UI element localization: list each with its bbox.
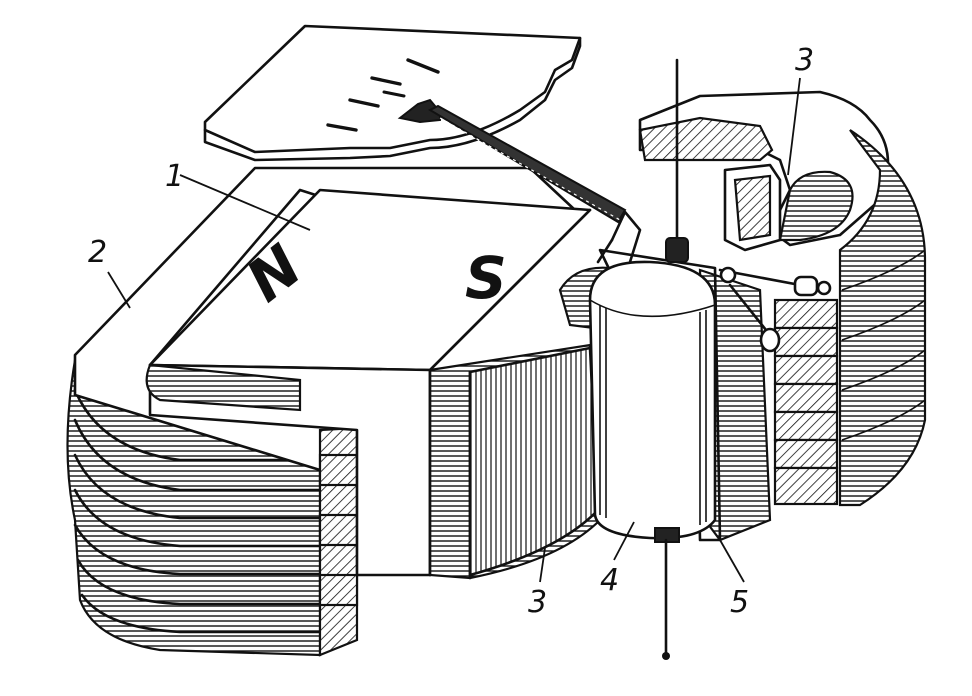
callout-1-leader bbox=[179, 174, 311, 231]
shaft-tip bbox=[662, 652, 670, 660]
callout-3-bottom-label: 3 bbox=[528, 585, 547, 620]
callout-4-leader bbox=[613, 521, 635, 561]
lamination-lines-right bbox=[841, 249, 926, 441]
callout-4-label: 4 bbox=[600, 563, 619, 598]
pointer-arm bbox=[427, 104, 627, 224]
callout-3-top-label: 3 bbox=[795, 43, 814, 78]
right-magnet bbox=[638, 90, 927, 507]
callout-3-bottom-leader bbox=[539, 547, 546, 583]
pole-block bbox=[145, 188, 602, 580]
callout-5-label: 5 bbox=[730, 585, 749, 620]
callout-2-leader bbox=[107, 271, 131, 309]
right-pole-end-blocks bbox=[773, 298, 839, 506]
callout-5-leader bbox=[719, 539, 745, 583]
pole-label-south: S bbox=[465, 244, 507, 312]
callouts: 1 2 3 3 4 5 bbox=[88, 43, 814, 620]
callout-3-top-leader bbox=[787, 77, 801, 176]
lamination-lines-left bbox=[73, 388, 342, 634]
cylinder-shading bbox=[599, 305, 707, 525]
scale-ticks bbox=[326, 58, 440, 132]
counterweight-lower bbox=[759, 327, 781, 353]
moving-coil-assembly bbox=[558, 58, 832, 660]
scale-and-pointer bbox=[203, 24, 627, 224]
shaft-bearing-top bbox=[665, 237, 689, 263]
counterweight bbox=[793, 275, 819, 297]
callout-1-label: 1 bbox=[165, 159, 184, 194]
callout-2-label: 2 bbox=[88, 235, 107, 270]
